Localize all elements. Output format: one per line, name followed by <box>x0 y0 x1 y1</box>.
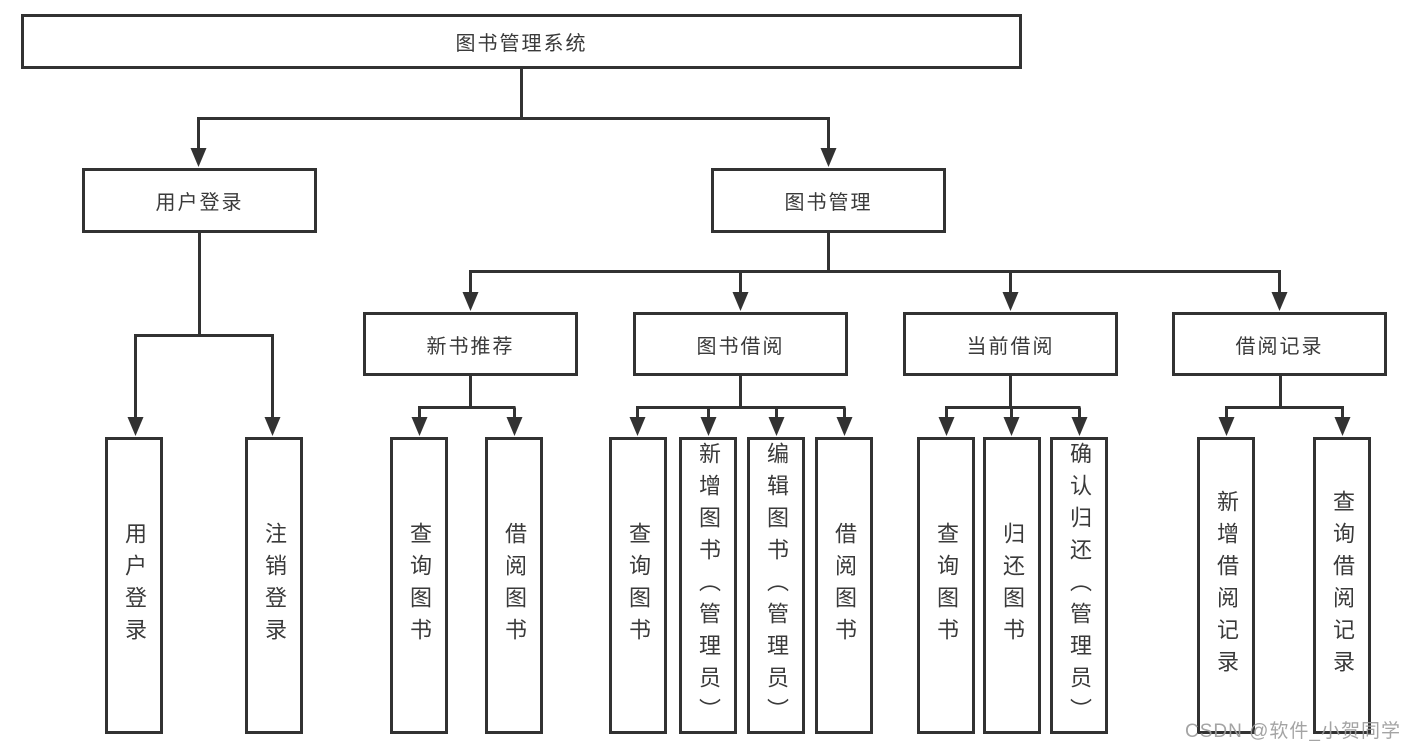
leaf-br-add-record: 新增借阅记录 <box>1197 437 1255 734</box>
arrowhead-icon <box>264 417 281 436</box>
node-label: 用户登录 <box>155 192 244 214</box>
arrowhead-icon <box>1218 417 1235 436</box>
edge-user-login-to-leaves <box>134 233 274 419</box>
edge-book-borrow-to-leaves <box>636 376 846 419</box>
leaf-label: 新增借阅记录 <box>1214 489 1239 682</box>
arrowhead-icon <box>938 417 955 436</box>
leaf-label: 注销登录 <box>262 521 287 650</box>
arrowhead-icon <box>190 148 207 167</box>
leaf-label: 查询图书 <box>407 521 432 650</box>
arrowhead-icon <box>700 417 717 436</box>
node-user-login: 用户登录 <box>82 168 317 233</box>
arrowhead-icon <box>836 417 853 436</box>
edge-current-borrow-to-leaves <box>945 376 1081 419</box>
arrowhead-icon <box>127 417 144 436</box>
leaf-label: 新增图书（管理员） <box>696 441 721 730</box>
edge-new-book-recommend-to-leaves <box>418 376 516 419</box>
arrowhead-icon <box>411 417 428 436</box>
leaf-cb-query-book: 查询图书 <box>917 437 975 734</box>
leaf-label: 借阅图书 <box>832 521 857 650</box>
leaf-label: 查询图书 <box>626 521 651 650</box>
leaf-nb-borrow-book: 借阅图书 <box>485 437 543 734</box>
leaf-label: 归还图书 <box>1000 521 1025 650</box>
leaf-bb-edit-book: 编辑图书（管理员） <box>747 437 805 734</box>
leaf-label: 查询图书 <box>934 521 959 650</box>
node-new-book-recommend: 新书推荐 <box>363 312 578 376</box>
arrowhead-icon <box>462 292 479 311</box>
arrowhead-icon <box>732 292 749 311</box>
edge-borrow-record-to-leaves <box>1225 376 1344 419</box>
node-book-management: 图书管理 <box>711 168 946 233</box>
node-book-borrow: 图书借阅 <box>633 312 848 376</box>
node-label: 图书借阅 <box>696 335 785 358</box>
leaf-bb-add-book: 新增图书（管理员） <box>679 437 737 734</box>
node-label: 图书管理 <box>784 192 873 214</box>
arrowhead-icon <box>820 148 837 167</box>
node-label: 新书推荐 <box>426 335 515 358</box>
leaf-br-query-record: 查询借阅记录 <box>1313 437 1371 734</box>
node-root-label: 图书管理系统 <box>455 33 588 55</box>
edge-root-to-level2 <box>197 69 830 150</box>
leaf-label: 查询借阅记录 <box>1330 489 1355 682</box>
leaf-cb-return-book: 归还图书 <box>983 437 1041 734</box>
edge-book-management-to-level3 <box>469 233 1281 294</box>
leaf-logout: 注销登录 <box>245 437 303 734</box>
leaf-bb-query-book: 查询图书 <box>609 437 667 734</box>
csdn-watermark: CSDN @软件_小贺同学 <box>1185 721 1401 742</box>
leaf-bb-borrow-book: 借阅图书 <box>815 437 873 734</box>
leaf-label: 借阅图书 <box>502 521 527 650</box>
arrowhead-icon <box>1334 417 1351 436</box>
node-label: 当前借阅 <box>966 335 1055 358</box>
leaf-label: 确认归还（管理员） <box>1067 441 1092 730</box>
arrowhead-icon <box>506 417 523 436</box>
arrowhead-icon <box>768 417 785 436</box>
node-borrow-record: 借阅记录 <box>1172 312 1387 376</box>
arrowhead-icon <box>1003 417 1020 436</box>
leaf-user-login: 用户登录 <box>105 437 163 734</box>
arrowhead-icon <box>1002 292 1019 311</box>
arrowhead-icon <box>1271 292 1288 311</box>
node-root: 图书管理系统 <box>21 14 1022 69</box>
arrowhead-icon <box>1071 417 1088 436</box>
leaf-nb-query-book: 查询图书 <box>390 437 448 734</box>
node-label: 借阅记录 <box>1235 335 1324 358</box>
leaf-cb-confirm-return: 确认归还（管理员） <box>1050 437 1108 734</box>
leaf-label: 用户登录 <box>122 521 147 650</box>
leaf-label: 编辑图书（管理员） <box>764 441 789 730</box>
arrowhead-icon <box>629 417 646 436</box>
node-current-borrow: 当前借阅 <box>903 312 1118 376</box>
